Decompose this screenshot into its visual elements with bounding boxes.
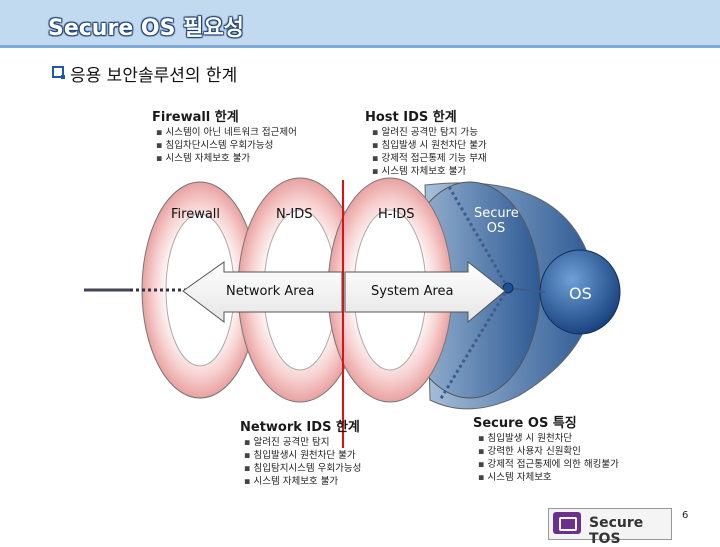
hids-label: H-IDS (378, 207, 415, 222)
host-ids-limits-title: Host IDS 한계 (365, 110, 457, 125)
list-item: 강제적 접근통제 기능 부재 (372, 152, 486, 165)
firewall-limits-title: Firewall 한계 (152, 110, 239, 125)
list-item: 시스템 자체보호 (478, 471, 619, 484)
attack-point (502, 282, 514, 294)
list-item: 시스템 자체보호 불가 (372, 165, 487, 178)
nids-label: N-IDS (276, 207, 313, 222)
secure-os-label-line2: OS (486, 221, 506, 236)
slide-title: Secure OS 필요성 (48, 16, 244, 41)
list-item: 침입발생 시 원천차단 불가 (372, 139, 486, 152)
system-area-arrow (344, 260, 506, 324)
network-area-label: Network Area (226, 284, 315, 299)
list-item: 시스템이 아닌 네트워크 접근제어 (156, 126, 296, 139)
host-ids-limits-list: 알려진 공격만 탐지 가능 침입발생 시 원천차단 불가 강제적 접근통제 기능… (372, 126, 487, 178)
list-item: 시스템 자체보호 불가 (244, 475, 361, 488)
list-item: 침입발생시 원천차단 불가 (244, 449, 361, 462)
logo-icon (553, 512, 581, 534)
list-item: 침입탐지시스템 우회가능성 (244, 462, 361, 475)
list-item: 알려진 공격만 탐지 (244, 436, 361, 449)
checkbox-bullet-icon (52, 66, 65, 79)
network-area-arrow (182, 261, 343, 324)
attack-path-lower (438, 287, 510, 401)
secure-os-features-list: 침입발생 시 원천차단 강력한 사용자 신원확인 강제적 접근통제에 의한 해킹… (478, 432, 619, 484)
list-item: 침입차단시스템 우회가능성 (156, 139, 297, 152)
list-item: 침입발생 시 원천차단 (478, 432, 619, 445)
list-item: 강제적 접근통제에 의한 해킹불가 (478, 458, 618, 471)
secure-os-features-title: Secure OS 특징 (473, 416, 577, 431)
list-item: 알려진 공격만 탐지 가능 (372, 126, 487, 139)
os-label: OS (569, 284, 592, 303)
attack-path-upper (446, 184, 510, 289)
list-item: 시스템 자체보호 불가 (156, 152, 297, 165)
title-bar-edge (0, 45, 720, 48)
logo-text: Secure TOS (589, 515, 644, 547)
list-item: 강력한 사용자 신원확인 (478, 445, 619, 458)
secure-os-label: Secure OS (474, 206, 519, 236)
firewall-label: Firewall (171, 207, 221, 222)
firewall-limits-list: 시스템이 아닌 네트워크 접근제어 침입차단시스템 우회가능성 시스템 자체보호… (156, 126, 297, 165)
secure-os-label-line1: Secure (474, 206, 519, 221)
system-area-label: System Area (371, 284, 454, 299)
attack-path-os (507, 287, 546, 293)
title-bar (0, 0, 720, 48)
section-heading: 응용 보안솔루션의 한계 (70, 66, 238, 86)
network-ids-limits-list: 알려진 공격만 탐지 침입발생시 원천차단 불가 침입탐지시스템 우회가능성 시… (244, 436, 361, 488)
page-number: 6 (682, 510, 689, 521)
network-ids-limits-title: Network IDS 한계 (240, 420, 360, 435)
secure-tos-logo: Secure TOS (548, 508, 672, 547)
